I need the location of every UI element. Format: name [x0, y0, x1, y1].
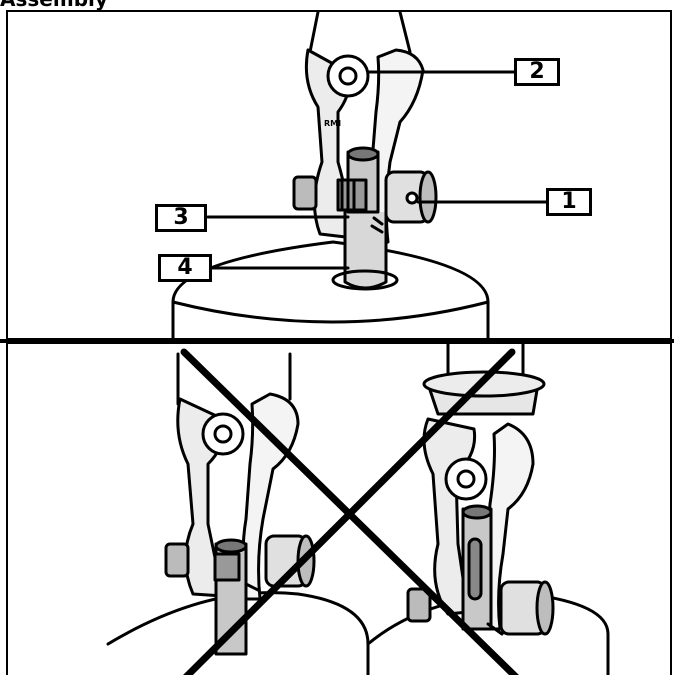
callout-3: 3 [155, 204, 207, 232]
cylinder-rim [171, 300, 490, 324]
correct-assembly-illustration: RMI [171, 12, 550, 338]
incorrect-x-mark [180, 348, 519, 675]
cylinder-body [171, 240, 490, 338]
correct-assembly-panel: RMI 2 1 3 4 [6, 10, 672, 340]
callout-4: 4 [158, 254, 212, 282]
rmi-stamp: RMI [324, 119, 341, 128]
callout-2: 2 [514, 58, 560, 86]
shackle-pin-center [338, 66, 358, 86]
stud-bore [346, 146, 380, 162]
figure-title: Assembly [0, 0, 108, 11]
stud-socket [331, 269, 399, 291]
panel-divider [0, 339, 674, 343]
bolt-head [292, 175, 318, 211]
incorrect-assembly-panel [6, 342, 672, 675]
incorrect-assembly-illustration [106, 344, 610, 675]
upper-shank [308, 12, 412, 54]
callout-1: 1 [546, 188, 592, 216]
